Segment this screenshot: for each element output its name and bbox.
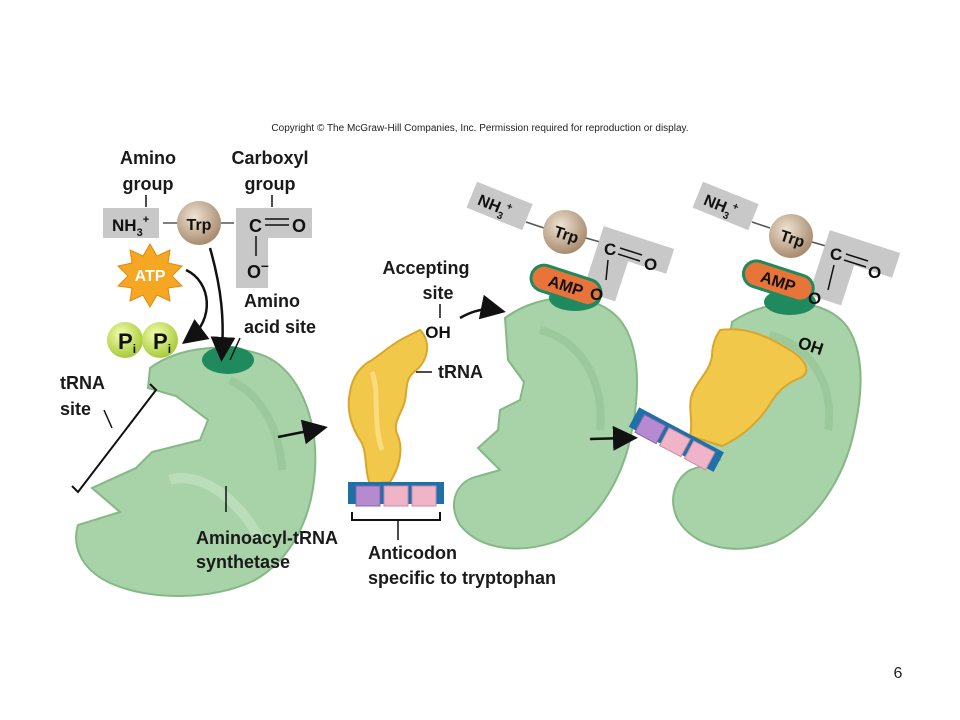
svg-text:Trp: Trp [778, 228, 807, 252]
label-amino-group: Amino group [120, 148, 176, 207]
svg-text:O: O [868, 263, 881, 282]
svg-text:ATP: ATP [135, 268, 166, 285]
pi-ball-1 [107, 322, 143, 358]
oh-label-free: OH [425, 323, 451, 342]
svg-text:Accepting: Accepting [382, 258, 469, 278]
aminoacyl-amp-panel-2: NH3+ Trp C O AMP O [466, 181, 675, 307]
svg-text:NH3+: NH3+ [112, 214, 149, 239]
svg-text:O–: O– [247, 257, 269, 282]
trna-molecule-free [347, 328, 429, 486]
trp-label: Trp [187, 217, 212, 234]
atp-starburst: ATP [116, 243, 184, 308]
anticodon-bar-bound [628, 407, 724, 472]
process-arrow-1 [277, 419, 328, 445]
svg-text:Amino: Amino [120, 148, 176, 168]
anticodon-bar-free [348, 482, 444, 507]
amp-pill [529, 263, 603, 307]
svg-text:acid site: acid site [244, 317, 316, 337]
svg-text:specific to tryptophan: specific to tryptophan [368, 568, 556, 588]
svg-text:O: O [808, 289, 821, 308]
nh3-box [103, 208, 159, 238]
svg-text:site: site [422, 283, 453, 303]
label-trna: tRNA [416, 362, 483, 382]
amino-acid-panel-1: NH3+ Trp C O O– [103, 201, 312, 288]
label-synthetase: Aminoacyl-tRNA synthetase [196, 486, 338, 572]
arrow-atp-to-pi [182, 268, 210, 345]
svg-text:Aminoacyl-tRNA: Aminoacyl-tRNA [196, 528, 338, 548]
arrow-trp-to-site [208, 247, 236, 362]
aminoacyl-amp-panel-3: NH3+ Trp C O AMP O OH [692, 181, 901, 359]
synthetase-enzyme-2 [453, 285, 638, 550]
page-number: 6 [894, 665, 903, 682]
svg-text:C: C [830, 245, 842, 264]
pi-ball-2 [142, 322, 178, 358]
svg-text:Pi: Pi [118, 329, 136, 356]
amino-acid-active-site [202, 346, 254, 374]
carboxyl-box [236, 208, 312, 288]
svg-text:O: O [590, 285, 603, 304]
label-amino-acid-site: Amino acid site [229, 291, 316, 361]
label-anticodon: Anticodon specific to tryptophan [351, 512, 556, 588]
svg-text:Amino: Amino [244, 291, 300, 311]
svg-text:Trp: Trp [552, 224, 581, 248]
label-trna-site: tRNA site [60, 373, 158, 494]
svg-text:site: site [60, 399, 91, 419]
svg-text:Pi: Pi [153, 329, 171, 356]
svg-text:group: group [123, 174, 174, 194]
trna-molecule-bound [688, 328, 808, 448]
pyrophosphate: Pi Pi [107, 322, 178, 358]
svg-text:group: group [245, 174, 296, 194]
svg-text:tRNA: tRNA [60, 373, 105, 393]
svg-text:O: O [644, 255, 657, 274]
label-accepting-site: Accepting site OH [382, 258, 469, 342]
svg-text:C: C [604, 240, 616, 259]
process-arrow-3 [589, 425, 638, 451]
trp-ball [177, 201, 221, 245]
svg-text:C: C [249, 216, 262, 236]
svg-text:Anticodon: Anticodon [368, 543, 457, 563]
svg-text:O: O [292, 216, 306, 236]
label-carboxyl-group: Carboxyl group [231, 148, 309, 207]
process-arrow-2 [459, 294, 506, 320]
svg-text:tRNA: tRNA [438, 362, 483, 382]
svg-text:synthetase: synthetase [196, 552, 290, 572]
svg-text:Carboxyl: Carboxyl [231, 148, 308, 168]
copyright-text: Copyright © The McGraw-Hill Companies, I… [271, 123, 688, 134]
